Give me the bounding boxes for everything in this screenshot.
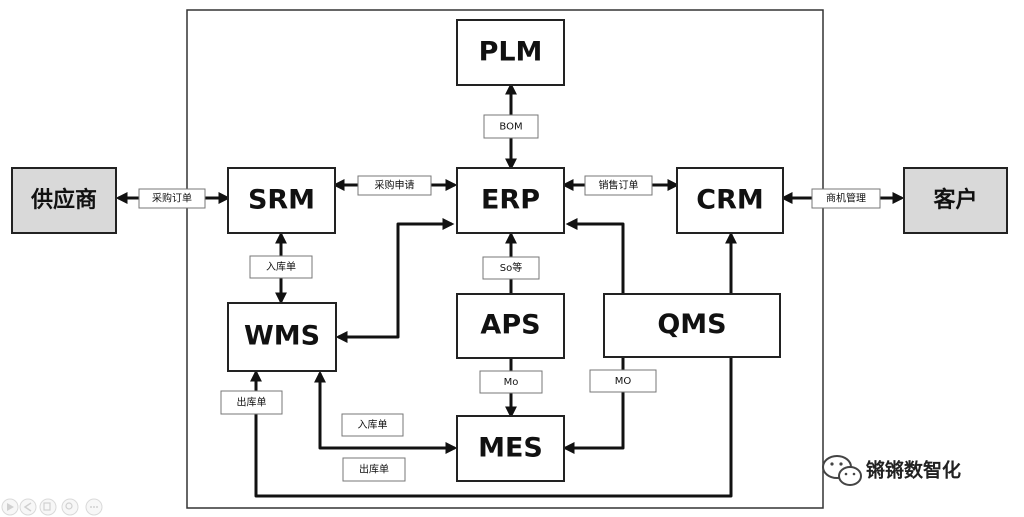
customer-node: 客户 <box>903 167 1008 234</box>
erp-label: ERP <box>481 185 540 216</box>
svg-text:入库单: 入库单 <box>358 418 388 431</box>
connector-qms-erp <box>565 218 625 294</box>
flow-label-mo-aps: Mo <box>479 370 543 394</box>
wechat-icon <box>822 455 862 486</box>
flow-label-receipt-slip: 入库单 <box>249 255 313 279</box>
connector-wms-erp <box>335 218 455 343</box>
crm-node: CRM <box>676 167 784 234</box>
qms-label: QMS <box>657 309 726 340</box>
more-icon[interactable] <box>85 498 103 516</box>
prev-icon[interactable] <box>19 498 37 516</box>
svg-text:出库单: 出库单 <box>237 396 267 409</box>
svg-text:Mo: Mo <box>504 377 519 388</box>
svg-text:销售订单: 销售订单 <box>599 179 639 192</box>
flow-label-issue-slip: 出库单 <box>220 390 283 415</box>
svg-text:采购订单: 采购订单 <box>152 192 192 205</box>
mes-node: MES <box>456 415 565 482</box>
flow-label-purchase-order: 采购订单 <box>138 188 206 209</box>
zoom-icon[interactable] <box>61 498 79 516</box>
supplier-node: 供应商 <box>11 167 117 234</box>
wms-label: WMS <box>244 321 320 352</box>
flow-label-mo-qms: MO <box>589 369 657 393</box>
svg-text:BOM: BOM <box>499 122 522 133</box>
flow-label-opportunity-mgmt: 商机管理 <box>811 188 881 209</box>
watermark: 锵锵数智化 <box>822 455 961 486</box>
mes-label: MES <box>478 433 543 464</box>
erp-node: ERP <box>456 167 565 234</box>
connector-wms-mes <box>314 370 458 454</box>
plm-node: PLM <box>456 19 565 86</box>
svg-text:MO: MO <box>615 376 632 387</box>
wms-node: WMS <box>227 302 337 372</box>
flow-label-bom: BOM <box>483 114 539 139</box>
aps-node: APS <box>456 293 565 359</box>
svg-text:商机管理: 商机管理 <box>826 192 866 205</box>
copy-icon[interactable] <box>39 498 57 516</box>
aps-label: APS <box>480 310 540 341</box>
viewer-controls[interactable] <box>1 498 103 516</box>
srm-node: SRM <box>227 167 336 234</box>
connectors <box>115 82 905 498</box>
flow-label-so-etc: So等 <box>482 256 540 280</box>
svg-text:采购申请: 采购申请 <box>375 179 415 192</box>
srm-label: SRM <box>248 185 315 216</box>
system-boundary-frame <box>186 9 824 509</box>
flow-label-mes-issue-slip: 出库单 <box>342 457 406 482</box>
svg-text:出库单: 出库单 <box>359 463 389 476</box>
svg-text:So等: So等 <box>500 261 522 274</box>
play-icon[interactable] <box>1 498 19 516</box>
flow-label-purchase-request: 采购申请 <box>357 175 432 196</box>
crm-label: CRM <box>696 185 763 216</box>
connector-wms-crm <box>250 231 737 498</box>
flow-label-sales-order: 销售订单 <box>584 175 653 196</box>
watermark-text: 锵锵数智化 <box>866 459 961 482</box>
customer-label: 客户 <box>933 187 977 213</box>
qms-node: QMS <box>603 293 781 358</box>
flow-label-mes-receipt-slip: 入库单 <box>341 413 404 437</box>
supplier-label: 供应商 <box>30 187 97 213</box>
plm-label: PLM <box>479 37 543 68</box>
svg-text:入库单: 入库单 <box>266 260 296 273</box>
